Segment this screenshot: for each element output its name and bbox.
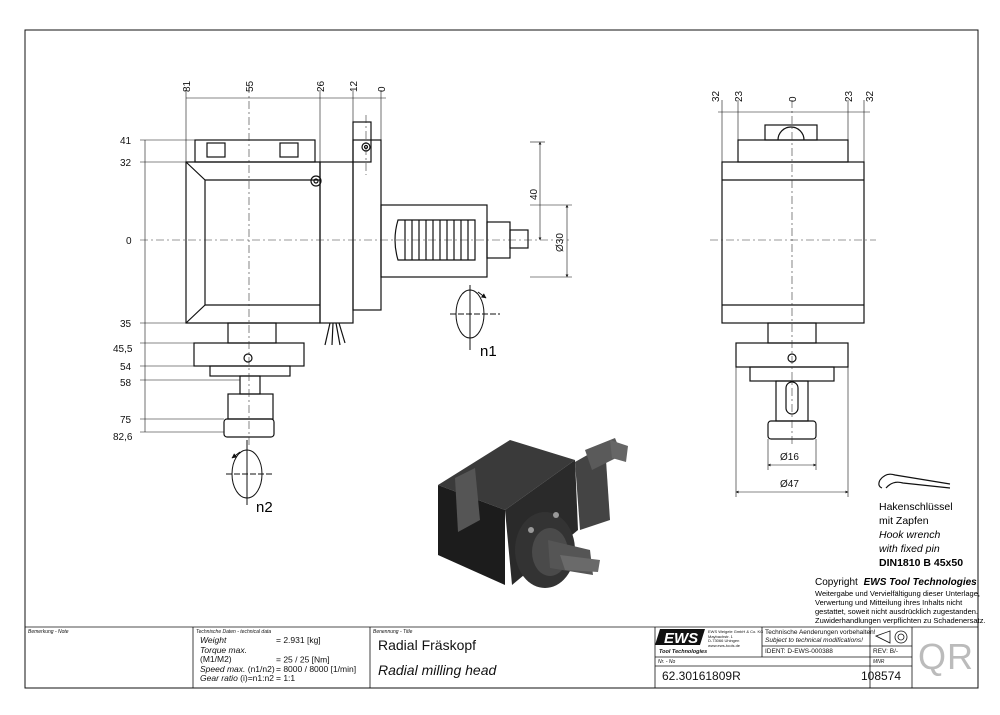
qr-placeholder: QR: [918, 636, 974, 677]
copyright-prefix: Copyright: [815, 577, 858, 588]
dim-left-4: 45,5: [113, 344, 133, 355]
right-view-centerlines: [710, 100, 876, 445]
title-german: Radial Fräskopf: [378, 637, 477, 653]
dim-left-6: 58: [120, 378, 132, 389]
left-view: [185, 121, 529, 438]
wrench-note-line-4: DIN1810 B 45x50: [879, 557, 963, 569]
dim-right-top-2: 0: [788, 96, 799, 102]
svg-text:EWS: EWS: [664, 630, 698, 647]
wrench-note-line-2: Hook wrench: [879, 529, 940, 541]
projection-symbol: [874, 630, 908, 644]
dim-left-2: 0: [126, 236, 132, 247]
copyright-heading: Copyright EWS Tool Technologies: [815, 577, 977, 588]
ews-logo: EWS Tool Technologies: [655, 629, 707, 655]
dim-right-top-3: 23: [844, 90, 855, 102]
number-label: Nr. - No: [658, 659, 676, 665]
dim-top-4: 0: [377, 86, 388, 92]
designation-label: Benennung - Title: [373, 629, 413, 635]
dim-side-0: 40: [529, 188, 540, 200]
label-n2: n2: [256, 499, 273, 516]
company-address: EWS Weigele GmbH & Co. KG Maybachstr. 1 …: [708, 629, 764, 648]
dim-top-1: 55: [245, 80, 256, 92]
copyright-company: EWS Tool Technologies: [864, 577, 978, 588]
dim-right-top-4: 32: [865, 90, 876, 102]
right-view-dimension-lines: [718, 100, 870, 497]
left-view-centerlines: [140, 85, 570, 445]
dim-left-8: 82,6: [113, 432, 133, 443]
rotation-arrow-n2: [226, 440, 272, 505]
dim-diameter-47: Ø47: [780, 479, 799, 490]
copyright-line-0: Weitergabe und Vervielfältigung dieser U…: [815, 589, 980, 598]
copyright-line-1: Verwertung und Mitteilung ihres Inhalts …: [815, 598, 963, 607]
copyright-line-3: Zuwiderhandlungen verpflichten zu Schade…: [815, 616, 986, 625]
tech-row-torque: Torque max.(M1/M2)= 25 / 25 [Nm]: [200, 644, 330, 664]
dim-diameter-16: Ø16: [780, 452, 799, 463]
sheet-frame: [24, 29, 979, 689]
dim-right-top-1: 23: [734, 90, 745, 102]
note-label: Bemerkung - Note: [28, 629, 69, 635]
tech-data-table: Weight = 2.931 [kg] Torque max.(M1/M2)= …: [200, 635, 357, 684]
wrench-note-line-1: mit Zapfen: [879, 515, 929, 527]
dim-left-3: 35: [120, 319, 132, 330]
dim-left-7: 75: [120, 415, 132, 426]
change-note-german: Technische Aenderungen vorbehalten!: [765, 629, 876, 636]
tech-data-label: Technische Daten - technical data: [196, 629, 272, 635]
title-block-grid: [25, 626, 978, 688]
tech-row-gear-ratio: Gear ratio (i)=n1:n2= 1:1: [200, 673, 296, 683]
tech-row-speed: Speed max. (n1/n2)= 8000 / 8000 [1/min]: [200, 663, 357, 674]
copyright-line-2: gestattet, soweit nicht ausdrücklich zug…: [815, 607, 978, 616]
wrench-note-line-3: with fixed pin: [879, 543, 940, 555]
right-view: [721, 124, 865, 440]
dim-top-2: 26: [316, 80, 327, 92]
rotation-arrow-n1: [450, 285, 500, 350]
label-n1: n1: [480, 343, 497, 360]
dim-left-1: 32: [120, 158, 132, 169]
part-number: 62.30161809R: [662, 669, 741, 683]
isometric-render: [438, 438, 628, 588]
tech-row-weight: Weight = 2.931 [kg]: [200, 635, 321, 645]
dim-top-0: 81: [182, 80, 193, 92]
mnr-label: MNR: [873, 659, 885, 665]
revision: REV: B/-: [873, 648, 899, 655]
mnr-number: 108574: [861, 669, 902, 683]
title-english: Radial milling head: [378, 662, 497, 678]
change-note-english: Subject to technical modifications!: [765, 637, 863, 644]
wrench-note-line-0: Hakenschlüssel: [879, 501, 953, 513]
left-view-dimension-lines: [140, 90, 572, 433]
svg-text:Tool Technologies: Tool Technologies: [659, 649, 707, 655]
ident-number: IDENT: D-EWS-000388: [765, 648, 833, 655]
dim-top-3: 12: [349, 80, 360, 92]
dim-left-5: 54: [120, 362, 132, 373]
dim-left-0: 41: [120, 136, 132, 147]
hook-wrench-icon: [878, 473, 951, 489]
dim-side-1: Ø30: [555, 233, 566, 252]
dim-right-top-0: 32: [711, 90, 722, 102]
